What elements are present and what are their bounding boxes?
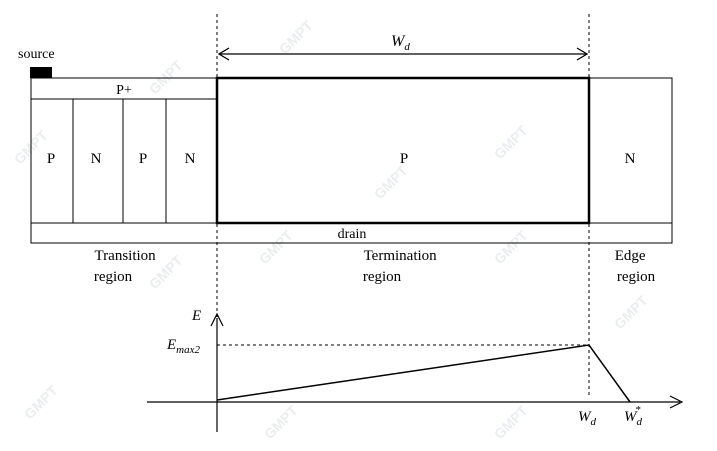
x-tick-wd-star: Wd* (624, 404, 643, 428)
pillar-label-p: P (139, 151, 147, 167)
termination-region-caption: Termination region (363, 248, 441, 285)
watermark-text: GMPT (491, 402, 531, 442)
pillar-label-n: N (91, 151, 102, 167)
pillar-label-p: P (47, 151, 55, 167)
watermark-layer: GMPT GMPT GMPT GMPT GMPT GMPT GMPT GMPT … (11, 17, 651, 442)
edge-n-label: N (625, 151, 636, 167)
y-axis-label: E (191, 308, 201, 324)
source-contact (30, 67, 52, 78)
drain-layer (30, 222, 673, 244)
watermark-text: GMPT (276, 17, 316, 57)
watermark-text: GMPT (21, 382, 61, 422)
watermark-text: GMPT (611, 292, 651, 332)
transition-region-caption: Transition region (94, 248, 160, 285)
emax-label: Emax2 (166, 337, 200, 356)
p-plus-label: P+ (116, 83, 132, 98)
termination-p-label: P (400, 151, 408, 167)
source-label: source (18, 47, 55, 62)
arrow-right-icon (576, 47, 589, 61)
drain-label: drain (338, 227, 367, 242)
arrow-left-icon (217, 47, 230, 61)
wd-top-label: Wd (391, 33, 410, 53)
watermark-text: GMPT (146, 57, 186, 97)
x-axis-arrow-icon (669, 395, 684, 409)
y-axis-arrow-icon (210, 312, 224, 327)
watermark-text: GMPT (371, 162, 411, 202)
watermark-text: GMPT (491, 227, 531, 267)
x-tick-wd: Wd (578, 409, 597, 428)
electric-field-profile (216, 344, 631, 403)
pillar-label-n: N (185, 151, 196, 167)
watermark-text: GMPT (256, 227, 296, 267)
watermark-text: GMPT (261, 402, 301, 442)
edge-region-caption: Edge region (615, 248, 656, 285)
watermark-text: GMPT (491, 122, 531, 162)
